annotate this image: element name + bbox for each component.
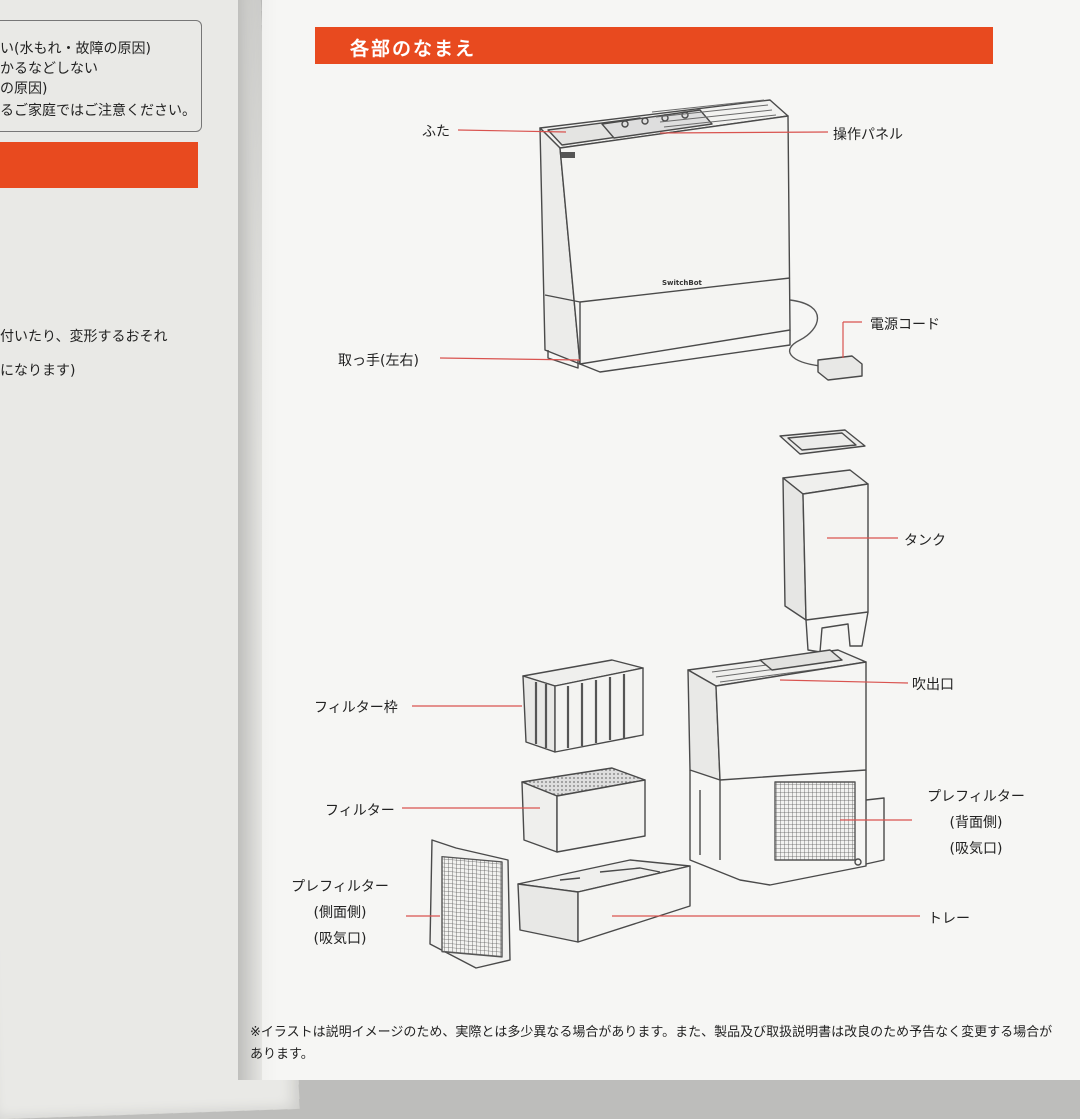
tray-shape [517,859,691,943]
label-tray: トレー [928,911,970,927]
left-text-line-4: るご家庭ではご注意ください。 [0,103,196,119]
label-prefilter-side-line-2: (側面側) [313,905,367,921]
power-plug [817,355,863,381]
label-prefilter-side-line-3: (吸気口) [313,931,367,947]
left-section-bar [0,142,198,188]
base-unit [687,649,885,886]
side-prefilter-shape [429,839,511,969]
assembled-humidifier [539,99,863,381]
label-prefilter-back-line-3: (吸気口) [949,841,1003,857]
section-title: 各部のなまえ [350,38,477,60]
label-prefilter-side-line-1: プレフィルター [291,879,389,895]
left-text-line-6: になります) [0,363,76,379]
label-prefilter-back-line-1: プレフィルター [927,789,1025,805]
label-power-cord: 電源コード [870,317,940,333]
left-text-line-3: の原因) [0,81,48,97]
power-cord-line [788,299,821,367]
brand-logo: SwitchBot [662,279,703,287]
label-lid: ふた [422,124,450,140]
label-filter: フィルター [325,803,395,819]
label-tank: タンク [904,533,946,549]
footnote: ※イラストは説明イメージのため、実際とは多少異なる場合があります。また、製品及び… [250,1025,1053,1062]
product-diagram: SwitchBot [402,99,920,969]
label-prefilter-back-line-2: (背面側) [949,815,1003,831]
book-gutter-shadow [238,0,278,1080]
control-panel-outline [601,109,713,139]
left-text-line-5: 付いたり、変形するおそれ [0,329,168,345]
filter-shape [521,767,646,853]
left-notice-box [0,20,202,132]
label-outlet: 吹出口 [912,677,954,693]
tank-seal [779,429,866,455]
tank-shape [782,469,869,653]
label-handle: 取っ手(左右) [338,353,419,369]
left-text-line-1: い(水もれ・故障の原因) [0,41,151,57]
label-prefilter-back: プレフィルター (背面側) (吸気口) [916,784,1036,862]
filter-frame [522,659,644,753]
left-text-line-2: かるなどしない [0,61,98,77]
label-filter-frame: フィルター枠 [314,700,398,716]
leader-lines [402,129,920,917]
label-control-panel: 操作パネル [833,127,903,143]
label-prefilter-side: プレフィルター (側面側) (吸気口) [280,874,400,952]
section-header-bar [315,27,993,64]
